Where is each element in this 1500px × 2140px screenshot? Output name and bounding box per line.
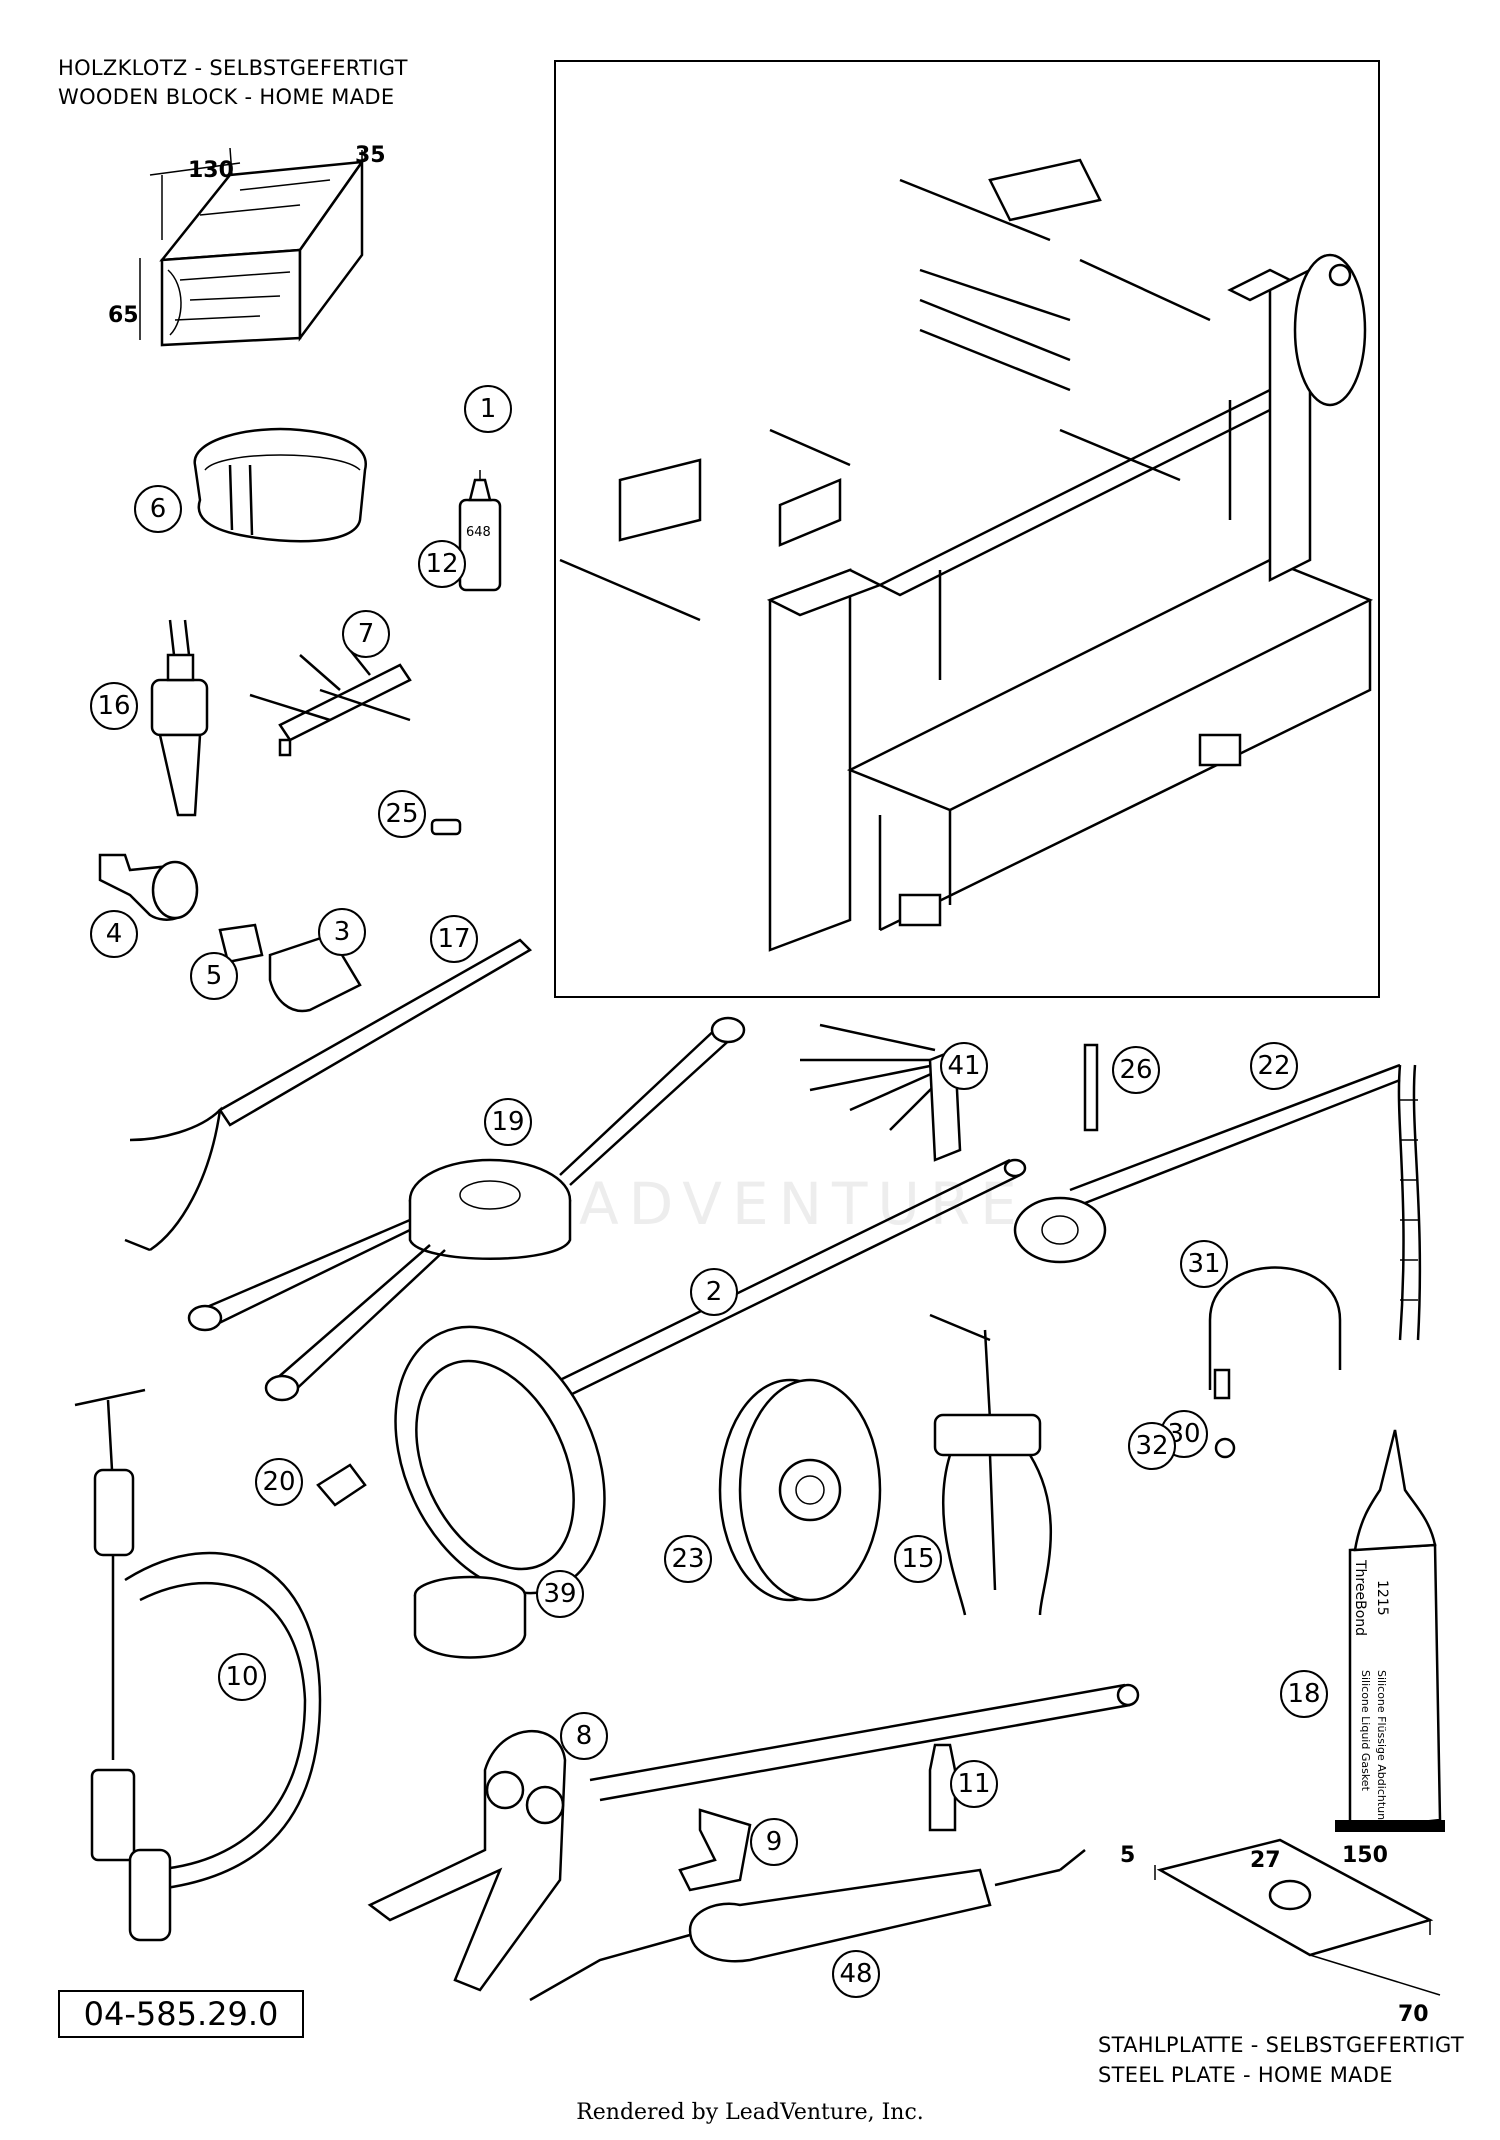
- callout-6: 6: [134, 485, 182, 533]
- slide-hammer-drawing: [150, 619, 209, 817]
- wooden-block-title-de: HOLZKLOTZ - SELBSTGEFERTIGT: [58, 56, 408, 80]
- dim-height: 65: [108, 303, 139, 328]
- tube-brand: ThreeBond: [1352, 1560, 1368, 1637]
- clutch-holder-drawing: [394, 1158, 1027, 1595]
- callout-1: 1: [464, 385, 512, 433]
- dim-length: 130: [188, 158, 234, 183]
- dim-plate-width: 70: [1398, 2002, 1429, 2027]
- dim-hole: 27: [1250, 1848, 1281, 1873]
- ring-drawing: [193, 427, 367, 543]
- callout-39: 39: [536, 1570, 584, 1618]
- callout-18: 18: [1280, 1670, 1328, 1718]
- part-number-box: 04-585.29.0: [58, 1990, 304, 2038]
- callout-19: 19: [484, 1098, 532, 1146]
- holding-tool-8-drawing: [367, 1683, 1140, 1992]
- callout-41: 41: [940, 1042, 988, 1090]
- chain-holder-drawing: [1013, 1063, 1422, 1341]
- callout-48: 48: [832, 1950, 880, 1998]
- screw-20-drawing: [316, 1463, 367, 1507]
- callout-11: 11: [950, 1760, 998, 1808]
- sealant-tube-drawing: [1335, 1429, 1445, 1832]
- feeler-gauge-drawing: [800, 1023, 962, 1162]
- steel-plate-drawing: [1154, 1838, 1441, 1996]
- callout-10: 10: [218, 1653, 266, 1701]
- dim-plate-length: 150: [1342, 1843, 1388, 1868]
- callout-15: 15: [894, 1535, 942, 1583]
- callout-32: 32: [1128, 1422, 1176, 1470]
- callout-8: 8: [560, 1712, 608, 1760]
- loctite-bottle-drawing: [458, 470, 502, 592]
- steel-plate-title-de: STAHLPLATTE - SELBSTGEFERTIGT: [1098, 2033, 1464, 2057]
- dim-thickness: 5: [1120, 1843, 1136, 1868]
- bottle-label: 648: [466, 525, 491, 540]
- callout-5: 5: [190, 952, 238, 1000]
- callout-26: 26: [1112, 1046, 1160, 1094]
- callout-23: 23: [664, 1535, 712, 1583]
- valve-compressor-drawing: [74, 1388, 322, 1942]
- two-arm-puller-drawing: [929, 1313, 1052, 1616]
- crank-tool-drawing: [187, 1016, 746, 1402]
- holder-drawing: [124, 938, 533, 1252]
- wooden-block-drawing: [139, 147, 365, 347]
- callout-4: 4: [90, 910, 138, 958]
- tube-text-2: Silicone Flüssige Abdichtung: [1375, 1670, 1388, 1828]
- callout-31: 31: [1180, 1240, 1228, 1288]
- callout-2: 2: [690, 1268, 738, 1316]
- tool-9-drawing: [678, 1808, 752, 1892]
- steel-plate-title-en: STEEL PLATE - HOME MADE: [1098, 2063, 1393, 2087]
- callout-12: 12: [418, 540, 466, 588]
- hose-31-drawing: [1208, 1266, 1342, 1390]
- footer-text: Rendered by LeadVenture, Inc.: [576, 2100, 924, 2125]
- nipple-30-drawing: [1213, 1368, 1231, 1400]
- grease-gun-drawing: [529, 1849, 1086, 2002]
- callout-20: 20: [255, 1458, 303, 1506]
- dim-width: 35: [355, 143, 386, 168]
- watermark: LEADVENTURE: [490, 1170, 1027, 1238]
- pin-26-drawing: [1083, 1043, 1099, 1132]
- callout-22: 22: [1250, 1042, 1298, 1090]
- tube-text-1: Silicone Liquid Gasket: [1359, 1670, 1372, 1791]
- flywheel-holder-drawing: [718, 1378, 882, 1602]
- engine-stand-drawing: [559, 158, 1374, 952]
- puller-plate-drawing: [249, 649, 412, 757]
- nut-32-drawing: [1214, 1437, 1236, 1459]
- callout-17: 17: [430, 915, 478, 963]
- callout-3: 3: [318, 908, 366, 956]
- tube-number: 1215: [1374, 1580, 1390, 1616]
- pin-drawing: [430, 818, 462, 836]
- callout-16: 16: [90, 682, 138, 730]
- sleeves-drawing: [98, 853, 362, 1013]
- callout-7: 7: [342, 610, 390, 658]
- callout-9: 9: [750, 1818, 798, 1866]
- stand-frame: [554, 60, 1380, 998]
- threadlock-11-drawing: [928, 1743, 957, 1832]
- cap-39-drawing: [413, 1575, 527, 1659]
- wooden-block-title-en: WOODEN BLOCK - HOME MADE: [58, 85, 395, 109]
- callout-25: 25: [378, 790, 426, 838]
